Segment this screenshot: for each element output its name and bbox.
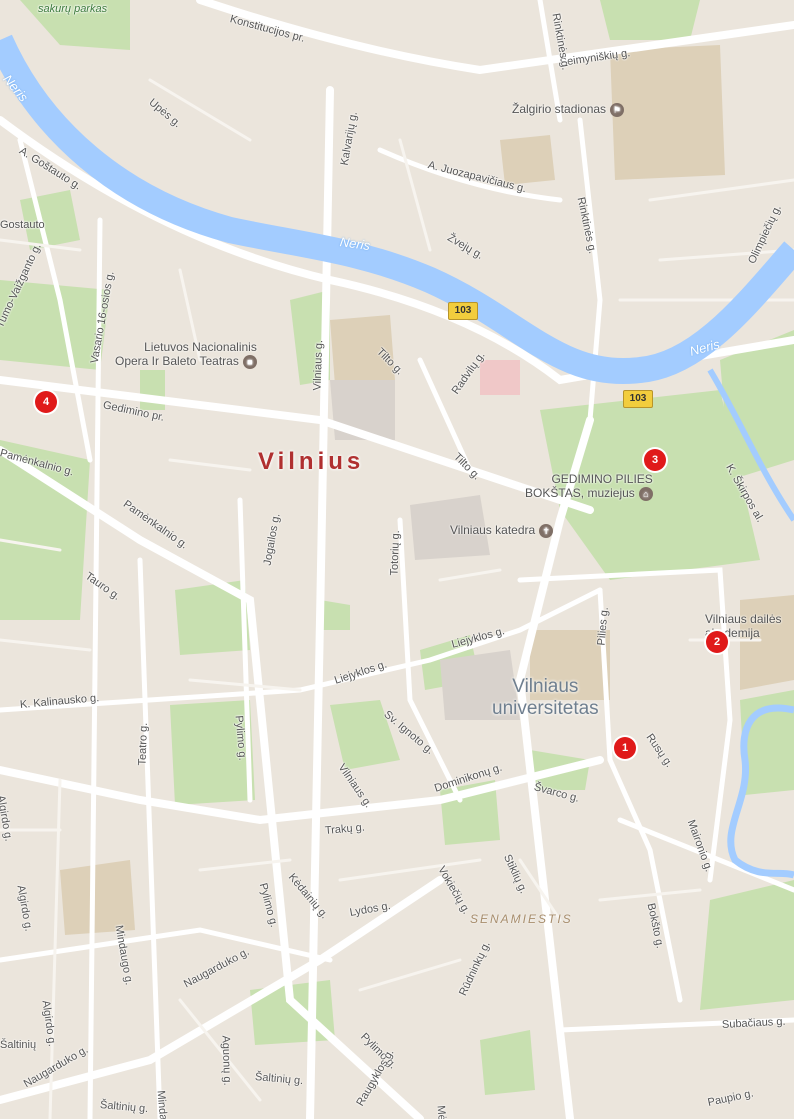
city-label: Vilnius — [258, 448, 365, 475]
poi-name: Žalgirio stadionas — [512, 102, 607, 116]
theater-icon: ■ — [242, 355, 257, 370]
poi-opera-theatre[interactable]: Lietuvos Nacionalinis Opera Ir Baleto Te… — [115, 340, 257, 370]
poi-name: Vilniaus katedra — [450, 523, 536, 537]
map-marker[interactable]: 3 — [644, 449, 666, 471]
street-label[interactable]: Teatro g. — [136, 722, 150, 766]
poi-name-line1: GEDIMINO PILIES — [551, 472, 653, 486]
building-blocks — [60, 45, 794, 935]
highway-shield: 103 — [623, 390, 653, 408]
street-label[interactable]: Totorių g. — [388, 530, 403, 576]
park-label: sakurų parkas — [38, 3, 108, 15]
church-icon: ✝ — [539, 523, 554, 538]
poi-name-line1: Lietuvos Nacionalinis — [144, 340, 257, 354]
poi-vilniaus-katedra[interactable]: Vilniaus katedra✝ — [450, 523, 554, 538]
stadium-icon: ⚑ — [610, 102, 625, 117]
map-marker[interactable]: 1 — [614, 737, 636, 759]
neris-river — [0, 34, 794, 385]
map-marker[interactable]: 4 — [35, 391, 57, 413]
hospital-block — [480, 360, 520, 395]
street-label[interactable]: Šaltinių — [0, 1039, 37, 1051]
water-label: Neris — [338, 234, 372, 254]
museum-icon: ⌂ — [638, 487, 653, 502]
poi-zalgirio-stadionas[interactable]: Žalgirio stadionas⚑ — [512, 102, 625, 117]
map-marker[interactable]: 2 — [706, 631, 728, 653]
poi-name-line1: Vilniaus dailės — [705, 612, 782, 626]
poi-dailes-akademija[interactable]: Vilniaus dailės akademija — [705, 612, 782, 641]
highway-shield: 103 — [448, 302, 478, 320]
vilnia-river — [727, 704, 794, 879]
poi-gedimino-pilies[interactable]: GEDIMINO PILIES BOKŠTAS, muziejus⌂ — [525, 472, 653, 502]
district-label: SENAMIESTIS — [470, 912, 573, 926]
university-label-line1: Vilniaus — [512, 676, 579, 697]
street-label[interactable]: Gostauto — [0, 219, 45, 231]
poi-name-line2: BOKŠTAS, muziejus — [525, 486, 635, 501]
street-label[interactable]: Aguonų g. — [219, 1035, 234, 1086]
poi-name-line2: Opera Ir Baleto Teatras — [115, 354, 239, 369]
street-label[interactable]: Vilniaus g. — [311, 339, 326, 391]
university-label-line2: universitetas — [492, 697, 599, 719]
vilnia-river-north — [707, 368, 794, 522]
university-label[interactable]: Vilniaus universitetas — [492, 676, 599, 720]
